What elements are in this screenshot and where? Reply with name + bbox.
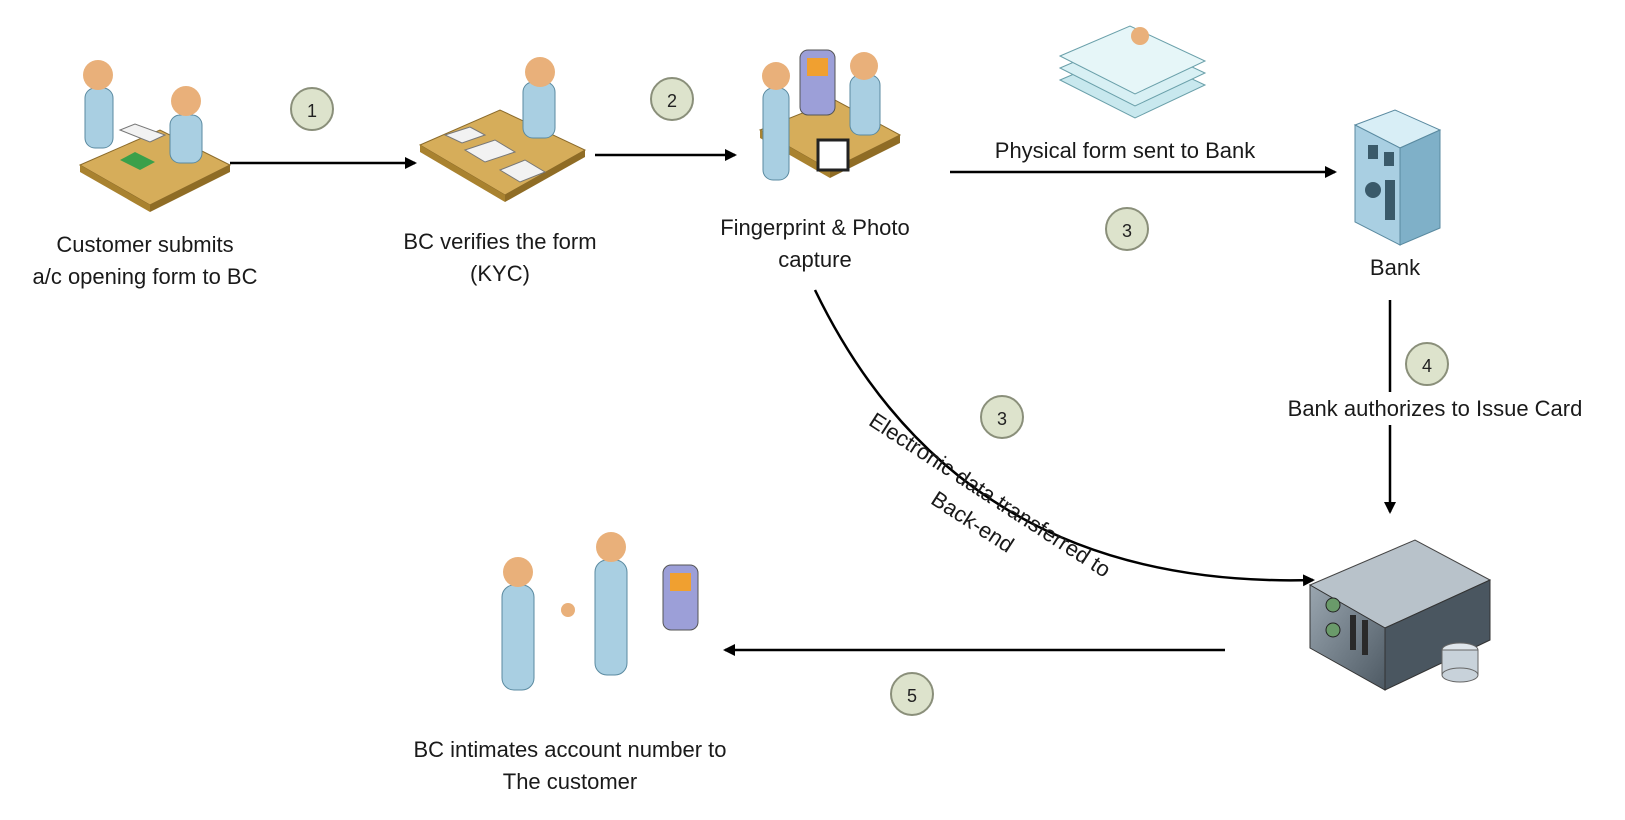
bc-verifies-icon bbox=[418, 57, 587, 202]
label-physical-form: Physical form sent to Bank bbox=[994, 138, 1256, 163]
label-fingerprint: Fingerprint & Photo capture bbox=[720, 215, 910, 272]
label-bc-intimates: BC intimates account number to The custo… bbox=[413, 737, 727, 794]
customer-submits-icon bbox=[78, 60, 232, 212]
label-bank: Bank bbox=[1369, 255, 1421, 280]
step-badge-4: 4 bbox=[1405, 342, 1449, 386]
handshake-icon bbox=[501, 532, 699, 691]
label-bc-verifies: BC verifies the form (KYC) bbox=[403, 229, 597, 286]
step-badge-3-physical: 3 bbox=[1105, 207, 1149, 251]
label-customer-submits: Customer submits a/c opening form to BC bbox=[32, 232, 258, 289]
step-badge-1: 1 bbox=[290, 87, 334, 131]
step-badge-3-electronic: 3 bbox=[980, 395, 1024, 439]
form-papers-icon bbox=[1058, 25, 1207, 119]
backend-server-icon bbox=[1308, 539, 1492, 691]
bank-building-icon bbox=[1353, 109, 1442, 246]
fingerprint-capture-icon bbox=[758, 49, 902, 181]
step-badge-2: 2 bbox=[650, 77, 694, 121]
arrow-3-electronic bbox=[813, 289, 1315, 587]
label-bank-authorizes: Bank authorizes to Issue Card bbox=[1250, 393, 1620, 425]
step-badge-5: 5 bbox=[890, 672, 934, 716]
